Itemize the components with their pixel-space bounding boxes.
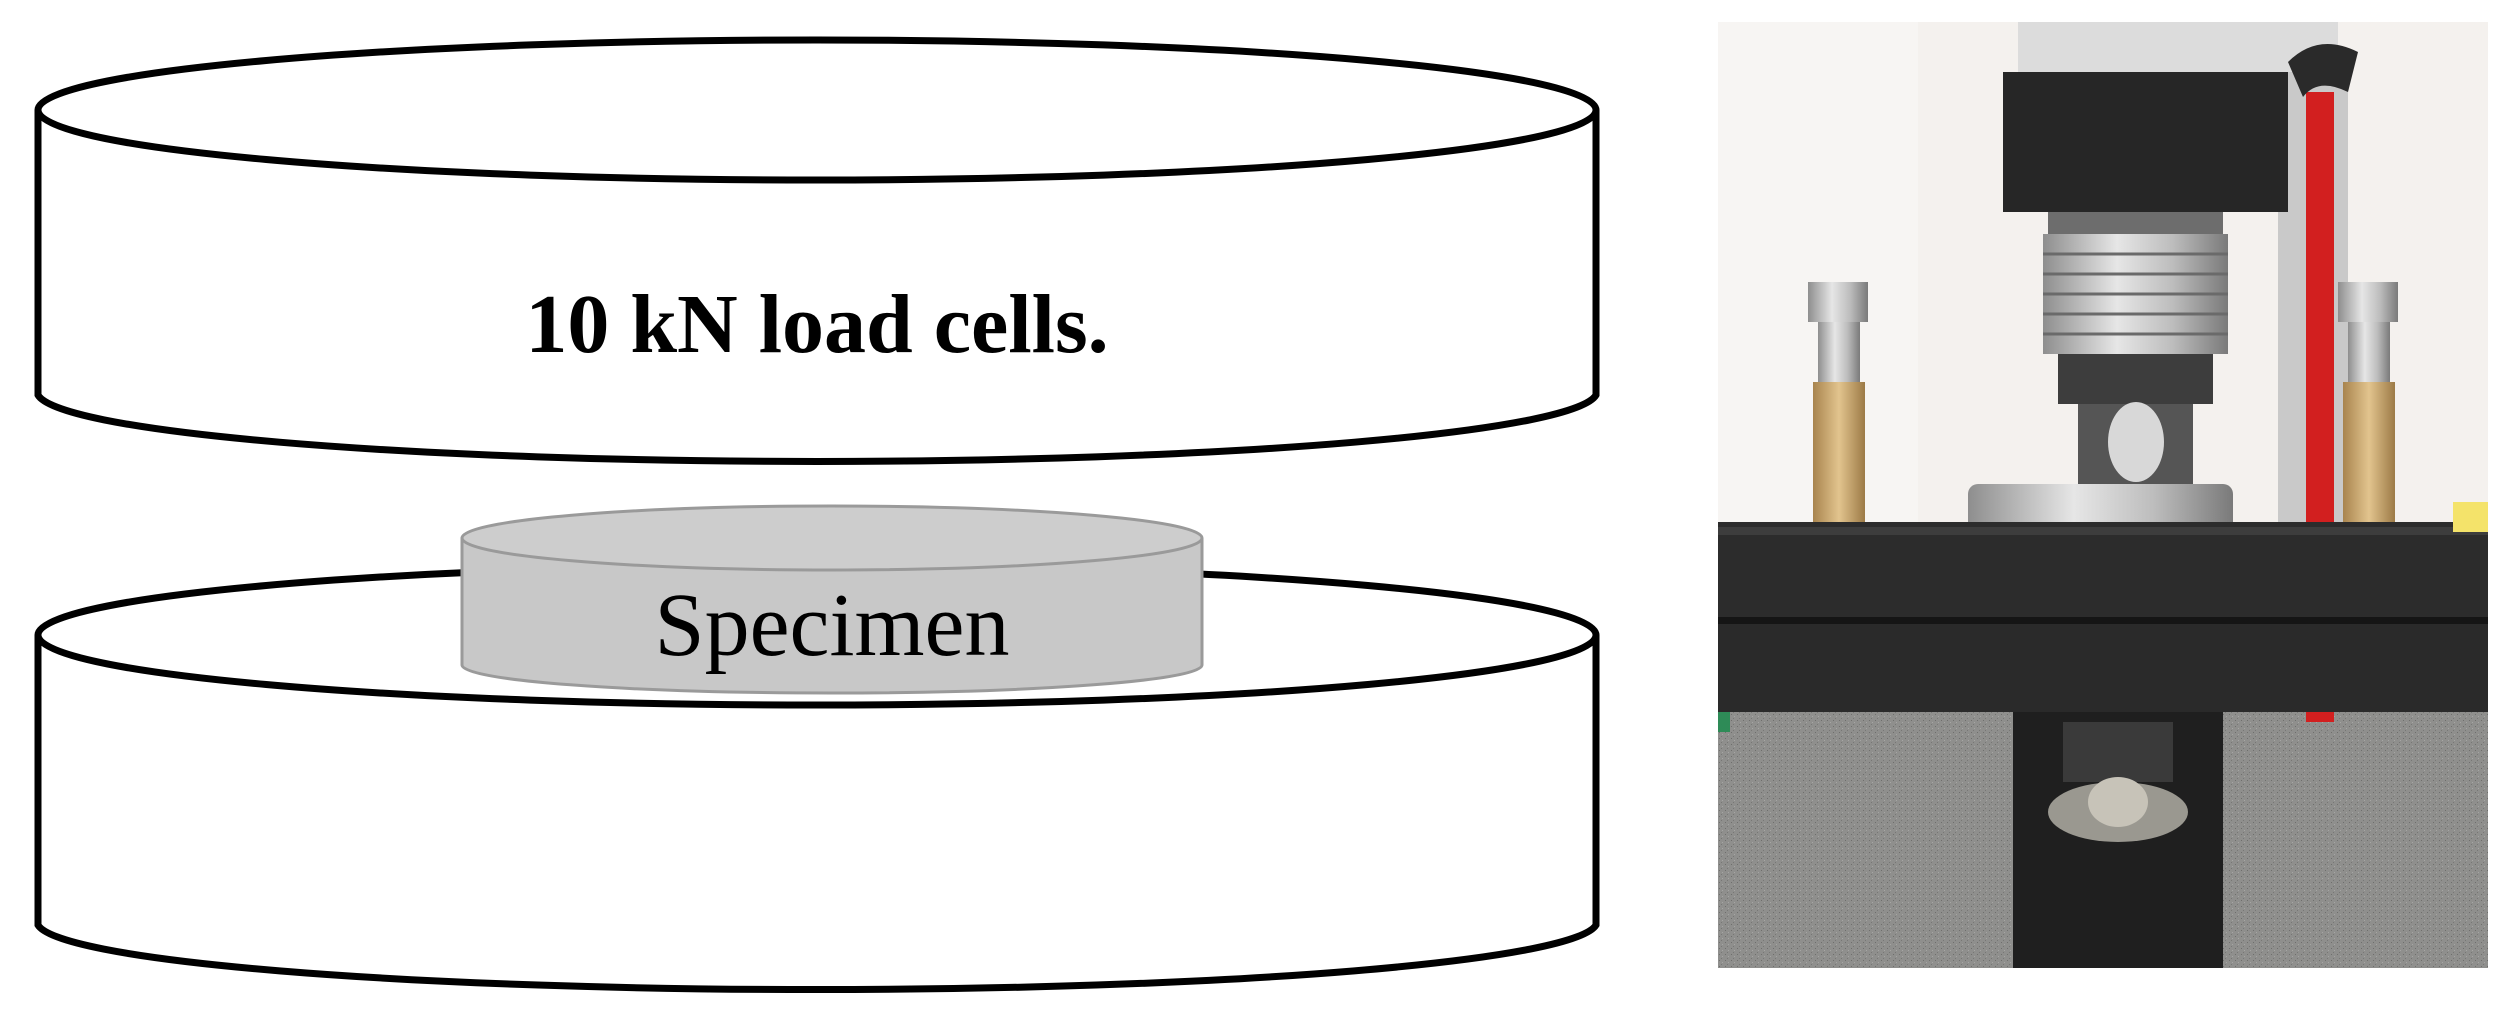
specimen-top-face xyxy=(460,504,1204,572)
specimen-body xyxy=(460,538,1204,695)
top-plate-body xyxy=(34,110,1600,465)
load-cell-label: 10 kN load cells. xyxy=(525,278,1108,371)
top-plate: 10 kN load cells. xyxy=(34,36,1600,465)
specimen: Specimen xyxy=(460,504,1204,695)
specimen-label: Specimen xyxy=(655,576,1010,675)
schematic-diagram: 10 kN load cells. Specimen xyxy=(34,36,1600,994)
top-plate-top-face xyxy=(34,36,1600,184)
bottom-plate-body xyxy=(34,635,1600,994)
test-fixture-photo xyxy=(1718,22,2488,968)
test-fixture-photo-image xyxy=(1718,22,2488,968)
